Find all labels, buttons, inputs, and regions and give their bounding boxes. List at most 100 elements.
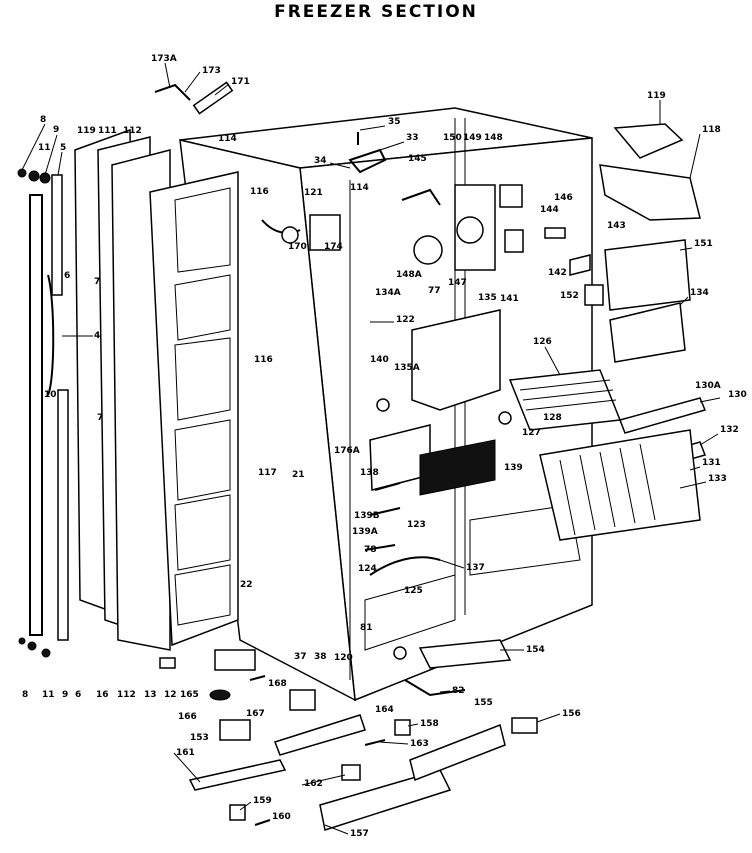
label-127: 127 — [522, 428, 541, 438]
label-173a: 173A — [151, 54, 177, 64]
label-11-bottom: 11 — [42, 690, 55, 700]
label-81: 81 — [360, 623, 373, 633]
label-162: 162 — [304, 779, 323, 789]
bottom-parts — [18, 637, 538, 831]
label-7-upper: 7 — [94, 277, 100, 287]
label-124: 124 — [358, 564, 377, 574]
label-21: 21 — [292, 470, 305, 480]
label-139b: 139B — [354, 511, 380, 521]
label-143: 143 — [607, 221, 626, 231]
label-132: 132 — [720, 425, 739, 435]
label-114-mid: 114 — [350, 183, 369, 193]
label-13: 13 — [144, 690, 157, 700]
label-135: 135 — [478, 293, 497, 303]
leader-lines — [21, 62, 721, 835]
label-147: 147 — [448, 278, 467, 288]
label-144: 144 — [540, 205, 559, 215]
label-116-shelf: 116 — [254, 355, 273, 365]
label-161: 161 — [176, 748, 195, 758]
label-33: 33 — [406, 133, 419, 143]
label-37: 37 — [294, 652, 307, 662]
label-7-lower: 7 — [97, 413, 103, 423]
label-138: 138 — [360, 468, 379, 478]
label-176a: 176A — [334, 446, 360, 456]
label-34: 34 — [314, 156, 327, 166]
label-78: 78 — [364, 545, 377, 555]
label-120: 120 — [334, 653, 353, 663]
label-131: 131 — [702, 458, 721, 468]
label-135a: 135A — [394, 363, 420, 373]
top-parts — [17, 81, 387, 184]
label-163: 163 — [410, 739, 429, 749]
label-139a: 139A — [352, 527, 378, 537]
label-112-bottom: 112 — [117, 690, 136, 700]
label-10: 10 — [44, 390, 57, 400]
label-8-top: 8 — [40, 115, 46, 125]
label-155: 155 — [474, 698, 493, 708]
label-142: 142 — [548, 268, 567, 278]
label-8-bottom: 8 — [22, 690, 28, 700]
label-35: 35 — [388, 117, 401, 127]
label-82: 82 — [452, 686, 465, 696]
label-77: 77 — [428, 286, 441, 296]
label-145: 145 — [408, 154, 427, 164]
label-6-bottom: 6 — [75, 690, 81, 700]
label-148: 148 — [484, 133, 503, 143]
label-151: 151 — [694, 239, 713, 249]
label-125: 125 — [404, 586, 423, 596]
label-122: 122 — [396, 315, 415, 325]
label-174: 174 — [324, 242, 343, 252]
label-156: 156 — [562, 709, 581, 719]
label-157: 157 — [350, 829, 369, 839]
label-119-tray: 119 — [647, 91, 666, 101]
label-134a: 134A — [375, 288, 401, 298]
control-parts — [261, 123, 701, 363]
label-166: 166 — [178, 712, 197, 722]
label-22: 22 — [240, 580, 253, 590]
label-158: 158 — [420, 719, 439, 729]
label-170: 170 — [288, 242, 307, 252]
label-137: 137 — [466, 563, 485, 573]
label-152: 152 — [560, 291, 579, 301]
label-173: 173 — [202, 66, 221, 76]
label-150: 150 — [443, 133, 462, 143]
part-labels: 173A 173 171 8 9 11 5 119 111 112 114 11… — [22, 54, 747, 839]
label-16: 16 — [96, 690, 109, 700]
label-118: 118 — [702, 125, 721, 135]
label-116-top: 116 — [250, 187, 269, 197]
label-140: 140 — [370, 355, 389, 365]
label-146: 146 — [554, 193, 573, 203]
label-111-top: 111 — [98, 126, 117, 136]
label-139: 139 — [504, 463, 523, 473]
label-117: 117 — [258, 468, 277, 478]
freezer-door — [29, 128, 239, 651]
label-38: 38 — [314, 652, 327, 662]
label-130a: 130A — [695, 381, 721, 391]
label-171: 171 — [231, 77, 250, 87]
label-148a: 148A — [396, 270, 422, 280]
label-114-door: 114 — [218, 134, 237, 144]
label-149: 149 — [463, 133, 482, 143]
label-159: 159 — [253, 796, 272, 806]
label-128: 128 — [543, 413, 562, 423]
label-154: 154 — [526, 645, 545, 655]
interior-parts — [159, 309, 707, 741]
label-11-top: 11 — [38, 143, 51, 153]
label-9-top: 9 — [53, 125, 59, 135]
label-164: 164 — [375, 705, 394, 715]
label-5: 5 — [60, 143, 66, 153]
label-133: 133 — [708, 474, 727, 484]
label-4: 4 — [94, 331, 100, 341]
label-6-top: 6 — [64, 271, 70, 281]
label-121: 121 — [304, 188, 323, 198]
label-165: 165 — [180, 690, 199, 700]
label-134: 134 — [690, 288, 709, 298]
label-160: 160 — [272, 812, 291, 822]
label-168: 168 — [268, 679, 287, 689]
label-112-top: 112 — [123, 126, 142, 136]
label-167: 167 — [246, 709, 265, 719]
label-12: 12 — [164, 690, 177, 700]
diagram-title: FREEZER SECTION — [274, 2, 478, 22]
label-130: 130 — [728, 390, 747, 400]
label-9-bottom: 9 — [62, 690, 68, 700]
